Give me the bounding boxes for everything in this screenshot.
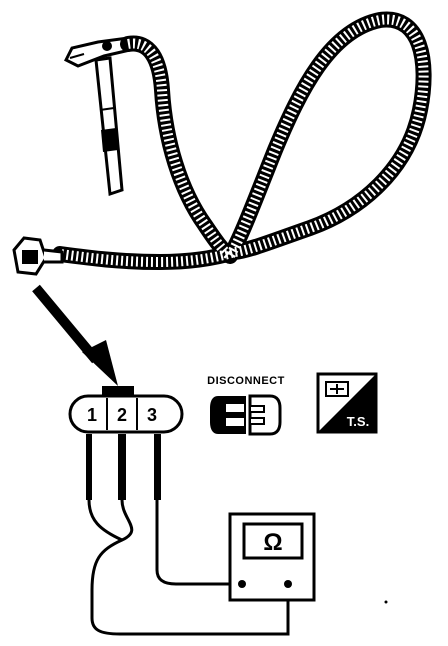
test-probes [86,434,290,636]
harness-connector [12,236,64,276]
sensor-probe [63,36,132,197]
pin-3-label: 3 [147,405,157,425]
connector-disconnect-icon [210,394,282,436]
ohmmeter: Ω [228,512,316,602]
pin-1-label: 1 [87,405,97,425]
sensor-harness [12,11,432,276]
troubleshooting-book-icon [316,372,378,434]
speck [384,600,388,604]
connector-face: 1 2 3 [68,386,184,434]
pin-2-label: 2 [117,405,127,425]
disconnect-symbol: DISCONNECT [207,375,285,436]
pointer-arrow [32,284,118,386]
ohm-symbol: Ω [263,529,282,556]
disconnect-label: DISCONNECT [207,375,285,387]
ohmmeter-terminal-positive [284,580,292,588]
ts-symbol: T.S. [316,372,378,434]
ts-label: T.S. [347,414,369,429]
ohmmeter-terminal-negative [238,580,246,588]
